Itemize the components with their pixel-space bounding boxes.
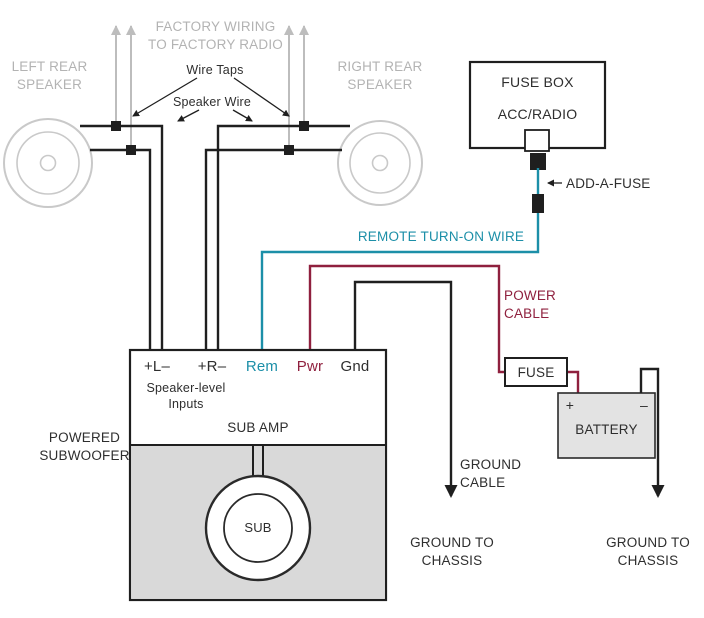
add-a-fuse-label: ADD-A-FUSE: [566, 176, 651, 191]
left-speaker-wire-plus: [80, 124, 164, 351]
ground-cable-label: GROUND CABLE: [460, 457, 522, 490]
left-speaker-wire-minus: [90, 148, 152, 351]
ground-to-chassis-left-label: GROUND TO CHASSIS: [410, 535, 494, 568]
sub-speaker-icon: [204, 474, 312, 582]
factory-wiring-label: FACTORY WIRING TO FACTORY RADIO: [148, 19, 283, 52]
sub-speaker-inner-ring: [223, 493, 293, 563]
left-rear-speaker-label: LEFT REAR SPEAKER: [11, 59, 88, 92]
wire-taps-label: Wire Taps: [186, 63, 244, 77]
amp-terminal-right-input: +R–: [197, 358, 227, 375]
right-speaker-wire-minus: [204, 148, 342, 351]
right-speaker-wire-plus: [216, 124, 350, 351]
fuse-box-connector: [530, 153, 546, 170]
amp-terminal-pwr: Pwr: [296, 358, 324, 375]
power-cable-label: POWER CABLE: [504, 288, 557, 321]
battery-plus-terminal: +: [565, 397, 575, 413]
wire-taps-pointer-right: [233, 77, 290, 117]
speaker-wire-label: Speaker Wire: [172, 95, 252, 109]
inline-fuse-holder: [504, 357, 568, 387]
wire-taps-pointer-left: [132, 77, 198, 117]
speaker-level-inputs-label: Speaker-level Inputs: [146, 381, 226, 412]
sub-label: SUB: [244, 520, 272, 535]
speaker-wire-pointer-right: [232, 109, 253, 122]
sub-amp-label: SUB AMP: [227, 420, 289, 435]
battery-ground-wire: [639, 367, 665, 498]
power-cable-amp-to-fuse: [308, 264, 505, 374]
inline-fuse-label: FUSE: [517, 365, 555, 380]
wire-tap: [284, 145, 294, 155]
factory-wire-arrows: [111, 25, 309, 148]
amp-terminal-gnd: Gnd: [340, 358, 370, 375]
acc-radio-label: ACC/RADIO: [497, 106, 578, 122]
annotation-arrows: [132, 77, 562, 187]
battery-label: BATTERY: [575, 422, 638, 437]
battery-box: [557, 392, 656, 459]
right-speaker-icon: [337, 120, 423, 206]
amp-terminal-rem: Rem: [245, 358, 279, 375]
powered-subwoofer-label: POWERED SUBWOOFER: [39, 430, 130, 463]
wire-tap: [111, 121, 121, 131]
amp-box: [128, 348, 388, 602]
amp-terminal-left-input: +L–: [143, 358, 171, 375]
add-a-fuse-holder: [532, 194, 544, 213]
ground-to-chassis-right-label: GROUND TO CHASSIS: [606, 535, 690, 568]
wire-tap: [299, 121, 309, 131]
left-speaker-icon: [3, 118, 93, 208]
wire-taps-group: [111, 121, 309, 155]
battery-minus-terminal: –: [640, 397, 648, 413]
power-cable-fuse-to-battery: [567, 370, 580, 394]
ground-cable-wire: [353, 280, 458, 498]
remote-turn-on-label: REMOTE TURN-ON WIRE: [357, 229, 525, 244]
right-rear-speaker-label: RIGHT REAR SPEAKER: [337, 59, 423, 92]
speaker-wire-pointer-left: [177, 109, 200, 122]
fuse-slot: [524, 129, 550, 152]
fuse-box-title: FUSE BOX: [501, 74, 574, 90]
wire-tap: [126, 145, 136, 155]
power-cable-wire: [308, 264, 580, 394]
